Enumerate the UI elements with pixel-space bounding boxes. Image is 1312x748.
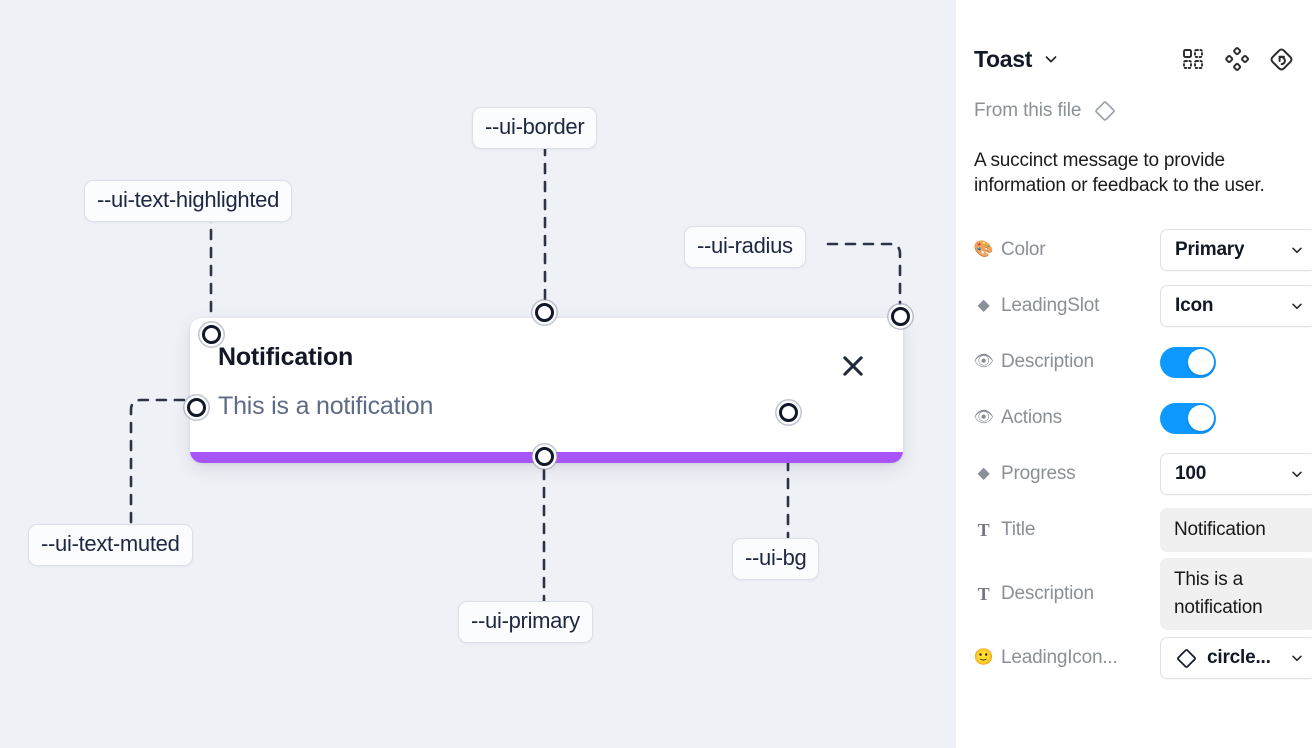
anchor-handle-bg[interactable] [779,403,798,422]
property-label-text: Color [1001,239,1046,260]
actions-toggle[interactable] [1160,402,1216,434]
property-label-color: 🎨 Color [974,239,1160,261]
property-label-text: Progress [1001,463,1076,484]
token-label-bg[interactable]: --ui-bg [732,538,820,580]
from-this-file-label: From this file [974,100,1082,121]
property-control-description-toggle [1160,346,1294,378]
property-control-actions-toggle [1160,402,1294,434]
property-row-progress: ◆ Progress 100 [974,446,1312,502]
property-row-title: T Title Notification [974,502,1312,558]
leadingslot-select-value: Icon [1175,295,1214,316]
diamond-icon [1093,99,1117,123]
anchor-handle-radius[interactable] [891,307,910,326]
property-control-description-text: This is a notification [1160,558,1312,630]
eye-emoji-icon: 👁 [974,353,994,370]
property-label-text: Title [1001,519,1036,540]
chevron-down-icon [1283,298,1305,314]
panel-header-icon-group [1181,47,1294,72]
variant-diamonds-icon[interactable] [1225,47,1249,71]
color-select[interactable]: Primary [1160,229,1312,271]
property-label-progress: ◆ Progress [974,463,1160,485]
anchor-handle-border[interactable] [535,303,554,322]
reset-instance-icon[interactable] [1269,47,1294,72]
diamond-solid-icon: ◆ [977,465,990,482]
diamond-icon [1175,647,1198,670]
anchor-handle-primary[interactable] [535,447,554,466]
palette-emoji-icon: 🎨 [974,241,994,258]
token-label-radius[interactable]: --ui-radius [684,226,806,268]
property-row-description-toggle: 👁 Description [974,334,1294,390]
property-row-leadingslot: ◆ LeadingSlot Icon [974,278,1312,334]
property-label-text: LeadingSlot [1001,295,1100,316]
eye-emoji-icon: 👁 [974,409,994,426]
property-label-leadingslot: ◆ LeadingSlot [974,295,1160,317]
description-toggle[interactable] [1160,346,1216,378]
toggle-knob [1187,349,1214,375]
property-label-description-toggle: 👁 Description [974,351,1160,373]
property-label-leadingicon: 🙂 LeadingIcon... [974,647,1160,669]
component-grid-icon[interactable] [1181,47,1205,71]
token-label-text-highlighted[interactable]: --ui-text-highlighted [84,180,293,222]
close-icon[interactable] [839,352,867,380]
property-label-actions-toggle: 👁 Actions [974,407,1160,429]
properties-panel: Toast [956,0,1312,748]
text-type-icon: T [977,520,990,540]
toast-description: This is a notification [218,392,434,420]
property-row-description-text: T Description This is a notification [974,558,1312,630]
leadingicon-select[interactable]: circle... [1160,637,1312,679]
token-label-border[interactable]: --ui-border [472,107,598,149]
property-list: 🎨 Color Primary ◆ LeadingSlot [974,222,1312,686]
progress-select[interactable]: 100 [1160,453,1312,495]
property-control-leadingslot: Icon [1160,285,1312,327]
property-control-leadingicon: circle... [1160,637,1312,679]
design-canvas[interactable]: Notification This is a notification --ui… [0,0,956,748]
toast-title: Notification [218,343,354,371]
panel-header: Toast [974,28,1294,90]
property-row-actions-toggle: 👁 Actions [974,390,1294,446]
property-control-progress: 100 [1160,453,1312,495]
property-control-title: Notification [1160,508,1312,552]
token-label-text-muted[interactable]: --ui-text-muted [28,524,193,566]
component-description: A succinct message to provide informatio… [974,150,1265,196]
property-label-text: Description [1001,583,1094,604]
chevron-down-icon[interactable] [1042,50,1060,68]
property-label-text: LeadingIcon... [1001,647,1118,668]
smiley-emoji-icon: 🙂 [974,649,994,666]
property-row-color: 🎨 Color Primary [974,222,1312,278]
from-this-file-row[interactable]: From this file [974,96,1294,126]
panel-title: Toast [974,45,1033,72]
leadingicon-select-value: circle... [1207,647,1271,668]
toast-component-preview[interactable]: Notification This is a notification [190,318,903,463]
property-label-text: Actions [1001,407,1062,428]
diamond-solid-icon: ◆ [977,297,990,314]
property-label-text: Description [1001,351,1094,372]
chevron-down-icon [1283,466,1305,482]
property-control-color: Primary [1160,229,1312,271]
token-label-primary[interactable]: --ui-primary [458,601,593,643]
chevron-down-icon [1283,650,1305,666]
leadingslot-select[interactable]: Icon [1160,285,1312,327]
description-input[interactable]: This is a notification [1160,558,1312,630]
anchor-handle-text-muted[interactable] [187,398,206,417]
color-select-value: Primary [1175,239,1245,260]
progress-select-value: 100 [1175,463,1207,484]
property-label-description-text: T Description [974,583,1160,605]
property-label-title: T Title [974,519,1160,541]
title-input[interactable]: Notification [1160,508,1312,552]
anchor-handle-text-highlighted[interactable] [202,325,221,344]
chevron-down-icon [1283,242,1305,258]
text-type-icon: T [977,584,990,604]
property-row-leadingicon: 🙂 LeadingIcon... circle... [974,630,1312,686]
toggle-knob [1187,405,1214,431]
